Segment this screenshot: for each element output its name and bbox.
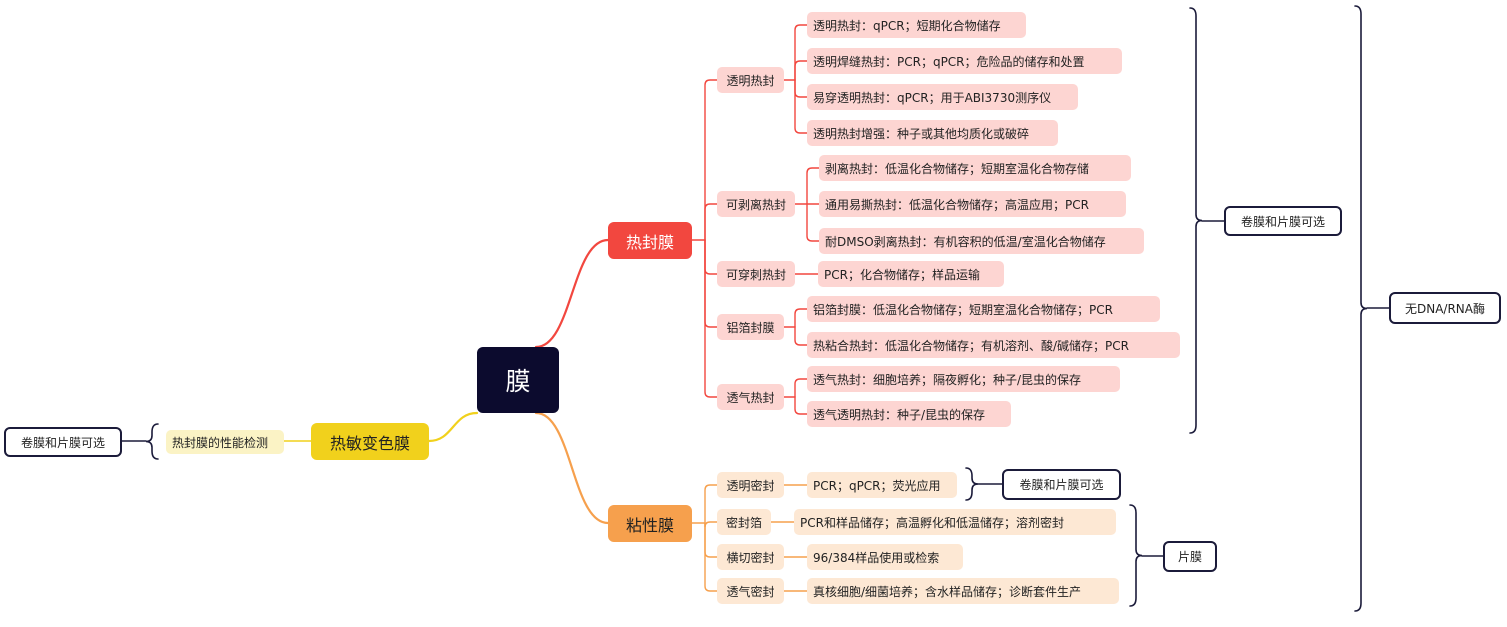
connector-peelable-leaf-2 (806, 203, 820, 242)
brace-clear-seal (965, 467, 979, 501)
group-cross-cut-seal[interactable]: 横切密封 (717, 544, 784, 570)
connector-breathable-leaf-1 (794, 396, 808, 415)
connector-peelable-leaf-0 (806, 167, 820, 205)
connector-transparent-leaf-1 (794, 60, 808, 81)
connector-transparent-leaf-0 (794, 24, 808, 81)
connector-foil-leaf-1 (794, 326, 808, 346)
connector-breathable-leaf-0 (794, 378, 808, 398)
connector-transparent-leaf-2 (794, 79, 808, 98)
adhesive-node[interactable]: 粘性膜 (608, 505, 692, 542)
group-pierceable-heat-seal[interactable]: 可穿刺热封 (717, 261, 795, 287)
leaf-cross-cut-uses[interactable]: 96/384样品使用或检索 (807, 544, 963, 570)
brace-overall (1354, 5, 1368, 612)
group-breathable-seal[interactable]: 透气密封 (717, 578, 784, 604)
connector-heat-seal-group-4 (704, 239, 718, 398)
connector-adhesive-group-0 (704, 484, 718, 524)
leaf-transparent-weld-heat-seal[interactable]: 透明焊缝热封：PCR；qPCR；危险品的储存和处置 (807, 48, 1122, 74)
brace-sheet (1129, 504, 1143, 607)
leaf-transparent-heat-seal[interactable]: 透明热封：qPCR；短期化合物储存 (807, 12, 1026, 38)
leaf-reinforced-heat-seal[interactable]: 透明热封增强：种子或其他均质化或破碎 (807, 120, 1058, 146)
brace-thermo (145, 423, 159, 460)
leaf-breathable-clear-seal[interactable]: 透气透明热封：种子/昆虫的保存 (807, 401, 1011, 427)
note-heat-seal-options[interactable]: 卷膜和片膜可选 (1224, 206, 1342, 236)
connector-transparent-leaf-3 (794, 79, 808, 134)
connector-heat-seal-group-1 (704, 203, 718, 241)
connector-heat-seal-group-2 (704, 239, 718, 275)
leaf-pierceable-uses[interactable]: PCR；化合物储存；样品运输 (818, 261, 1004, 287)
connector-adhesive-group-3 (704, 522, 718, 592)
note-adhesive-options[interactable]: 卷膜和片膜可选 (1002, 469, 1121, 500)
note-dnase-rnase-free[interactable]: 无DNA/RNA酶 (1389, 292, 1501, 324)
leaf-peel-heat-seal[interactable]: 剥离热封：低温化合物储存；短期室温化合物存储 (819, 155, 1131, 181)
leaf-thermal-bond-seal[interactable]: 热粘合热封：低温化合物储存；有机溶剂、酸/碱储存；PCR (807, 332, 1180, 358)
note-sheet-only[interactable]: 片膜 (1163, 541, 1217, 572)
connector-root-thermo (427, 411, 479, 443)
connector-heat-seal-group-0 (704, 79, 718, 241)
group-transparent-heat-seal[interactable]: 透明热封 (717, 67, 784, 93)
root-node[interactable]: 膜 (477, 347, 559, 413)
group-foil-seal[interactable]: 铝箔封膜 (717, 314, 784, 340)
connector-root-heat-seal (534, 238, 610, 349)
group-breathable-heat-seal[interactable]: 透气热封 (717, 384, 784, 410)
connector-root-adhesive (534, 411, 610, 525)
leaf-universal-easy-tear-seal[interactable]: 通用易撕热封：低温化合物储存；高温应用；PCR (819, 191, 1126, 217)
group-sealing-foil[interactable]: 密封箔 (717, 509, 771, 535)
leaf-performance-test[interactable]: 热封膜的性能检测 (166, 430, 284, 454)
group-clear-seal[interactable]: 透明密封 (717, 472, 784, 498)
connector-foil-leaf-0 (794, 308, 808, 328)
leaf-clear-seal-uses[interactable]: PCR；qPCR；荧光应用 (807, 472, 957, 498)
note-thermo-options[interactable]: 卷膜和片膜可选 (4, 427, 122, 457)
leaf-dmso-resistant-seal[interactable]: 耐DMSO剥离热封：有机容积的低温/室温化合物储存 (819, 228, 1144, 254)
heat-seal-node[interactable]: 热封膜 (608, 222, 692, 259)
leaf-breathable-seal-uses[interactable]: 真核细胞/细菌培养；含水样品储存；诊断套件生产 (807, 578, 1119, 604)
leaf-foil-seal[interactable]: 铝箔封膜：低温化合物储存；短期室温化合物储存；PCR (807, 296, 1160, 322)
leaf-easy-pierce-heat-seal[interactable]: 易穿透明热封：qPCR；用于ABI3730测序仪 (807, 84, 1078, 110)
thermochromic-node[interactable]: 热敏变色膜 (311, 423, 429, 460)
brace-heat-seal (1189, 7, 1203, 434)
connector-adhesive-group-2 (704, 522, 718, 558)
leaf-breathable-heat-seal[interactable]: 透气热封：细胞培养；隔夜孵化；种子/昆虫的保存 (807, 366, 1120, 392)
leaf-sealing-foil-uses[interactable]: PCR和样品储存；高温孵化和低温储存；溶剂密封 (794, 509, 1116, 535)
connector-adhesive-group-1 (704, 521, 718, 528)
connector-heat-seal-group-3 (704, 239, 718, 328)
group-peelable-heat-seal[interactable]: 可剥离热封 (717, 191, 795, 217)
